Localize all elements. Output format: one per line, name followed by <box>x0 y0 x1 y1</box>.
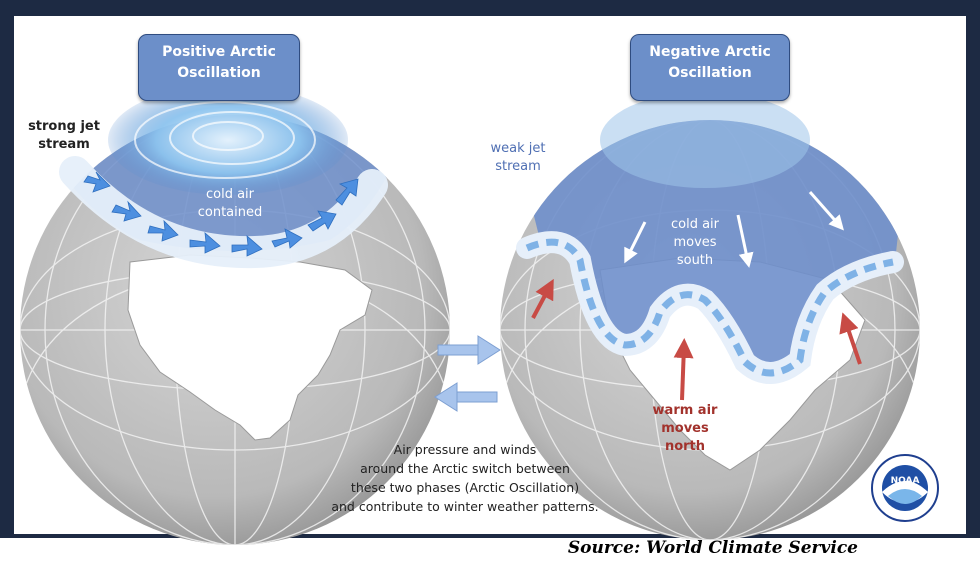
warm-air-moves-north-label: warm air moves north <box>635 402 735 456</box>
switch-arrows <box>434 335 501 412</box>
cold-moves-line1: cold air <box>670 217 720 232</box>
positive-title-line1: Positive Arctic <box>162 44 276 60</box>
jet-arrow <box>231 235 263 257</box>
polar-vortex-right <box>600 92 810 188</box>
negative-ao-title: Negative Arctic Oscillation <box>630 34 790 101</box>
north-america-landmass <box>127 254 373 441</box>
negative-title-line1: Negative Arctic <box>649 44 771 60</box>
strong-jet-stream-arrows <box>83 171 359 257</box>
arrow-right-icon <box>437 335 501 365</box>
warm-arrow <box>673 338 694 401</box>
weak-jet-label: weak jet stream <box>478 140 558 176</box>
description-line3: these two phases (Arctic Oscillation) <box>350 480 580 495</box>
description-line1: Air pressure and winds <box>393 442 537 457</box>
positive-ao-title: Positive Arctic Oscillation <box>138 34 300 101</box>
jet-arrow <box>147 219 179 242</box>
weak-jet-line1: weak jet <box>490 141 546 156</box>
cold-moves-line3: south <box>676 253 714 268</box>
positive-title-line2: Oscillation <box>177 65 261 81</box>
warm-arrow <box>839 312 862 365</box>
jet-arrow <box>189 232 221 254</box>
jet-arrow <box>335 178 359 206</box>
jet-arrow <box>83 171 111 193</box>
cold-arrow <box>736 214 754 268</box>
cold-air-moves-south-label: cold air moves south <box>650 216 740 270</box>
description-line2: around the Arctic switch between <box>360 461 570 476</box>
weak-jet-stream-arrows <box>525 238 894 377</box>
source-caption: Source: World Climate Service <box>567 538 858 558</box>
warm-air-arrows <box>531 278 862 401</box>
strong-jet-line1: strong jet <box>28 119 100 134</box>
cold-arrow <box>624 221 647 264</box>
jet-arrow <box>307 210 337 232</box>
arrow-left-icon <box>434 382 498 412</box>
strong-jet-label: strong jet stream <box>24 118 104 154</box>
description-line4: and contribute to winter weather pattern… <box>331 499 599 514</box>
noaa-logo-icon: NOAA <box>871 454 939 522</box>
cold-moves-line2: moves <box>673 235 717 250</box>
noaa-logo-text: NOAA <box>891 476 920 486</box>
cold-air-contained-line2: contained <box>197 205 263 220</box>
warm-moves-line2: moves <box>661 421 709 436</box>
cold-air-contained-label: cold air contained <box>175 186 285 222</box>
warm-moves-line3: north <box>664 439 706 454</box>
jet-arrow <box>111 200 142 222</box>
weak-jet-line2: stream <box>495 159 541 174</box>
negative-title-line2: Oscillation <box>668 65 752 81</box>
warm-arrow <box>531 278 554 319</box>
cold-air-arrows <box>624 191 844 268</box>
description-text: Air pressure and winds around the Arctic… <box>300 440 630 516</box>
swirl-lines <box>134 101 316 179</box>
globe-left <box>20 85 450 545</box>
cold-arrow <box>808 191 844 231</box>
jet-arrow <box>271 228 303 249</box>
warm-moves-line1: warm air <box>652 403 718 418</box>
strong-jet-line2: stream <box>38 137 90 152</box>
cold-air-contained-line1: cold air <box>205 187 255 202</box>
globe-right <box>500 92 920 540</box>
